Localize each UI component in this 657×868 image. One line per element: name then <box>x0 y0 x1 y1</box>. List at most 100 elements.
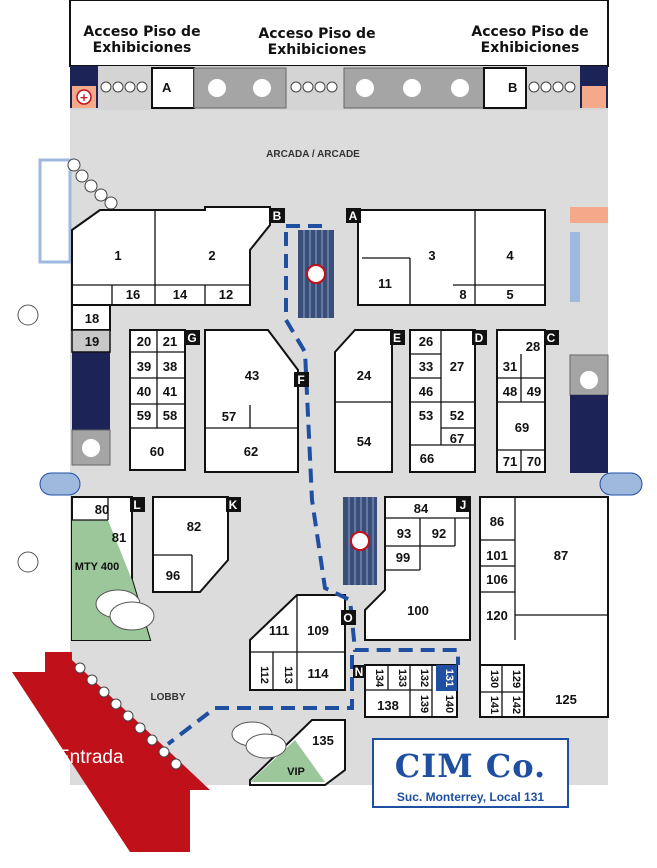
booth-101: 101 <box>486 548 508 563</box>
first-aid-icon <box>76 89 92 105</box>
booth-139: 139 <box>418 695 430 713</box>
booth-20: 20 <box>137 334 151 349</box>
booth-109: 109 <box>307 623 329 638</box>
right-balcony <box>570 232 580 302</box>
booth-1: 1 <box>114 248 121 263</box>
booth-71: 71 <box>503 454 517 469</box>
booth-96: 96 <box>166 568 180 583</box>
booth-67: 67 <box>450 431 464 446</box>
booth-24: 24 <box>357 368 372 383</box>
booth-40: 40 <box>137 384 151 399</box>
booth-113: 113 <box>282 666 294 684</box>
svg-text:L: L <box>133 498 140 512</box>
restroom-icon <box>580 371 598 389</box>
svg-text:A: A <box>349 209 358 223</box>
booth-8: 8 <box>459 287 466 302</box>
header-center-line2: Exhibiciones <box>268 42 367 58</box>
booth-130: 130 <box>488 670 500 688</box>
turnstile-row-left <box>100 81 148 93</box>
booth-92: 92 <box>432 526 446 541</box>
booth-19 <box>71 329 111 353</box>
gate-b-box <box>483 67 527 109</box>
gate-b-label: B <box>508 80 517 95</box>
restroom-icon <box>208 79 226 97</box>
svg-text:J: J <box>460 498 467 512</box>
first-aid-cross: + <box>79 91 88 104</box>
booth-131: 131 <box>443 669 455 687</box>
booth-31: 31 <box>503 359 517 374</box>
svg-text:N: N <box>355 665 364 679</box>
booth-labels: 1 2 3 4 5 8 11 12 14 16 18 19 20 21 39 3… <box>85 248 577 748</box>
restroom-icon <box>403 79 421 97</box>
booth-81: 81 <box>112 530 126 545</box>
arcade-label: ARCADA / ARCADE <box>266 149 360 160</box>
top-corridor <box>70 66 608 110</box>
booth-132: 132 <box>418 669 430 687</box>
booth-28: 28 <box>526 339 540 354</box>
dark-wall-east <box>570 395 608 473</box>
salmon-box-right-2 <box>570 207 608 223</box>
booth-2: 2 <box>208 248 215 263</box>
restroom-icon <box>253 79 271 97</box>
entrance-turnstiles <box>74 662 182 770</box>
booth-4: 4 <box>506 248 514 263</box>
block-b <box>71 206 271 306</box>
entrance-zone[interactable] <box>12 652 210 852</box>
restroom-icon <box>356 79 374 97</box>
booth-125: 125 <box>555 692 577 707</box>
svg-text:K: K <box>229 498 238 512</box>
booth-111: 111 <box>269 623 289 638</box>
svg-text:F: F <box>297 373 304 387</box>
salmon-box-right <box>582 86 606 108</box>
left-balcony <box>38 158 72 264</box>
booth-62: 62 <box>244 444 258 459</box>
booth-18 <box>71 304 111 331</box>
block-a <box>357 209 546 306</box>
booth-106: 106 <box>486 572 508 587</box>
logo-name: CIM Co. <box>394 747 547 785</box>
parking-icon <box>17 304 39 326</box>
route-path-north <box>284 232 460 665</box>
booth-33: 33 <box>419 359 433 374</box>
booth-70: 70 <box>527 454 541 469</box>
booth-84: 84 <box>414 501 429 516</box>
booth-112: 112 <box>258 666 270 684</box>
booth-52: 52 <box>450 408 464 423</box>
restroom-icon <box>451 79 469 97</box>
gate-a-box <box>151 67 195 109</box>
elevator-left <box>39 472 81 496</box>
booth-16: 16 <box>126 287 140 302</box>
vip-label: VIP <box>287 766 305 778</box>
parking-icon <box>17 551 39 573</box>
logo-subtitle: Suc. Monterrey, Local 131 <box>396 790 545 804</box>
booth-5: 5 <box>506 287 513 302</box>
booth-66: 66 <box>420 451 434 466</box>
elevator-right <box>599 472 643 496</box>
block-e <box>334 329 393 473</box>
booth-26: 26 <box>419 334 433 349</box>
booth-11: 11 <box>378 276 392 291</box>
svg-text:B: B <box>273 209 282 223</box>
booth-14: 14 <box>173 287 188 302</box>
booth-141: 141 <box>488 696 500 714</box>
booth-138: 138 <box>377 698 399 713</box>
stairs-vip <box>231 721 287 759</box>
booth-3: 3 <box>428 248 435 263</box>
header-left-line1: Acceso Piso de <box>83 24 200 40</box>
booth-131-highlight <box>436 665 457 691</box>
escalator-north <box>298 230 334 318</box>
booth-21: 21 <box>163 334 177 349</box>
booth-39: 39 <box>137 359 151 374</box>
turnstile-row-right <box>528 81 576 93</box>
booth-41: 41 <box>163 384 177 399</box>
booth-133: 133 <box>396 669 408 687</box>
header-center-line1: Acceso Piso de <box>258 26 375 42</box>
booth-49: 49 <box>527 384 541 399</box>
booth-19: 19 <box>85 334 99 349</box>
svg-text:D: D <box>475 331 484 345</box>
block-letters: B A G F E D C L K J O N <box>130 208 559 679</box>
booth-120: 120 <box>486 608 508 623</box>
mty400-label: MTY 400 <box>75 561 119 573</box>
booth-53: 53 <box>419 408 433 423</box>
